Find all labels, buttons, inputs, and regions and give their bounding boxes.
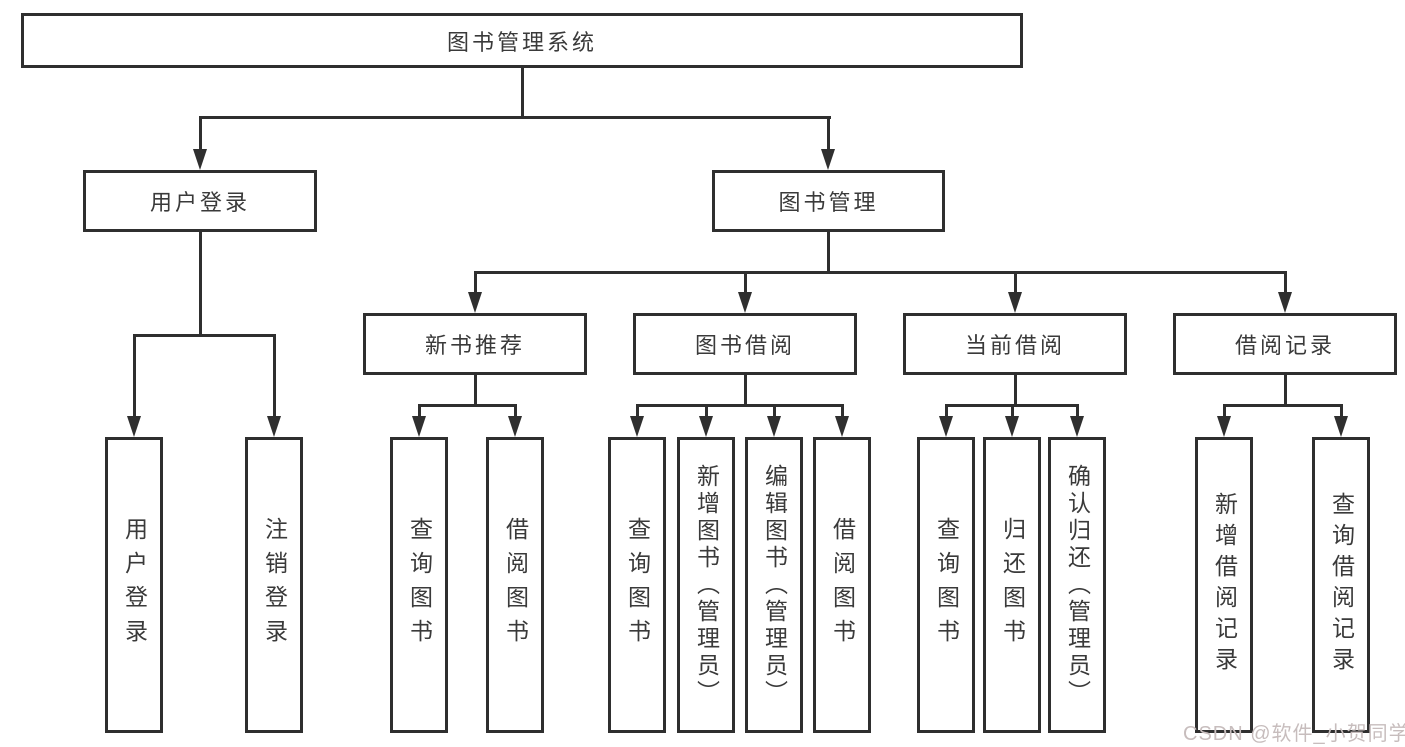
connector-vline [1284,375,1287,407]
node-label: 新书推荐 [424,333,525,358]
leaf-label: 注销登录 [261,517,288,653]
node-new-book-recommend: 新书推荐 [363,313,587,375]
arrowhead-icon [127,416,141,437]
connector-vline [636,404,639,421]
node-label: 图书借阅 [694,333,795,358]
node-book-borrowing: 图书借阅 [633,313,857,375]
leaf-query-books-recommend: 查询图书 [390,437,448,733]
arrowhead-icon [630,416,644,437]
leaf-confirm-return-admin: 确认归还（管理员） [1048,437,1106,733]
connector-hline [1223,404,1343,407]
connector-vline [945,404,948,421]
arrowhead-icon [412,416,426,437]
connector-vline [827,232,830,274]
connector-vline [514,404,517,421]
arrowhead-icon [767,416,781,437]
leaf-label: 编辑图书（管理员） [761,463,788,707]
leaf-label: 确认归还（管理员） [1064,463,1091,707]
connector-vline [841,404,844,421]
arrowhead-icon [821,149,835,170]
arrowhead-icon [1217,416,1231,437]
leaf-label: 新增借阅记录 [1211,492,1238,678]
arrowhead-icon [835,416,849,437]
node-book-management: 图书管理 [712,170,945,232]
leaf-borrow-books-borrowing: 借阅图书 [813,437,871,733]
connector-vline [1340,404,1343,421]
connector-vline [1284,271,1287,297]
connector-vline [521,68,524,119]
connector-vline [273,334,276,420]
arrowhead-icon [1334,416,1348,437]
leaf-return-book: 归还图书 [983,437,1041,733]
connector-vline [474,271,477,297]
arrowhead-icon [699,416,713,437]
arrowhead-icon [1005,416,1019,437]
connector-vline [744,271,747,297]
arrowhead-icon [468,292,482,313]
leaf-label: 归还图书 [999,517,1026,653]
node-borrowing-records: 借阅记录 [1173,313,1397,375]
leaf-query-books-current: 查询图书 [917,437,975,733]
connector-hline [199,116,831,119]
arrowhead-icon [267,416,281,437]
leaf-user-login: 用户登录 [105,437,163,733]
arrowhead-icon [193,149,207,170]
node-label: 用户登录 [149,190,250,215]
arrowhead-icon [1008,292,1022,313]
arrowhead-icon [738,292,752,313]
csdn-watermark: CSDN @软件_小贺同学 [1183,723,1405,745]
leaf-label: 查询图书 [624,517,651,653]
arrowhead-icon [939,416,953,437]
connector-vline [1011,404,1014,421]
connector-vline [199,116,202,152]
leaf-borrow-books-recommend: 借阅图书 [486,437,544,733]
connector-vline [474,375,477,407]
node-label: 借阅记录 [1234,333,1335,358]
connector-hline [418,404,517,407]
arrowhead-icon [1278,292,1292,313]
connector-hline [133,334,276,337]
connector-vline [418,404,421,421]
arrowhead-icon [1070,416,1084,437]
connector-vline [1076,404,1079,421]
leaf-add-book-admin: 新增图书（管理员） [677,437,735,733]
node-label: 图书管理 [778,190,879,215]
node-current-borrowing: 当前借阅 [903,313,1127,375]
node-label: 图书管理系统 [446,29,597,55]
connector-vline [705,404,708,421]
leaf-query-books-borrowing: 查询图书 [608,437,666,733]
connector-vline [773,404,776,421]
connector-vline [827,116,830,152]
connector-vline [744,375,747,407]
leaf-label: 借阅图书 [829,517,856,653]
leaf-edit-book-admin: 编辑图书（管理员） [745,437,803,733]
connector-vline [1014,375,1017,407]
leaf-label: 借阅图书 [502,517,529,653]
connector-vline [133,334,136,420]
leaf-label: 查询借阅记录 [1328,492,1355,678]
leaf-add-borrow-record: 新增借阅记录 [1195,437,1253,733]
connector-hline [636,404,844,407]
arrowhead-icon [508,416,522,437]
connector-hline [474,271,1287,274]
connector-vline [199,232,202,337]
node-system-root: 图书管理系统 [21,13,1023,68]
leaf-query-borrow-record: 查询借阅记录 [1312,437,1370,733]
node-label: 当前借阅 [964,333,1065,358]
leaf-label: 用户登录 [121,517,148,653]
leaf-logout: 注销登录 [245,437,303,733]
connector-vline [1014,271,1017,297]
leaf-label: 新增图书（管理员） [693,463,720,707]
node-user-login: 用户登录 [83,170,317,232]
leaf-label: 查询图书 [406,517,433,653]
connector-vline [1223,404,1226,421]
leaf-label: 查询图书 [933,517,960,653]
